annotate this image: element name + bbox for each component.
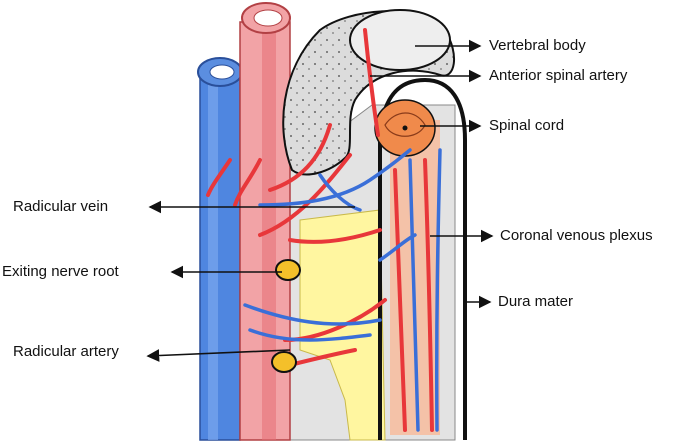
label-exiting-nerve-root: Exiting nerve root [2,263,119,280]
leader-arrows [146,39,494,362]
label-coronal-venous-plexus: Coronal venous plexus [500,227,653,244]
label-spinal-cord: Spinal cord [489,117,565,134]
label-anterior-spinal-artery: Anterior spinal artery [489,67,628,84]
label-radicular-artery: Radicular artery [13,343,119,360]
vein-tube [197,57,243,441]
veins [243,148,442,432]
label-dura-mater: Dura mater [498,293,574,310]
nerve-root-stumps [271,259,301,373]
label-vertebral-body: Vertebral body [489,37,586,54]
label-radicular-vein: Radicular vein [13,198,109,215]
arteries [206,28,434,432]
arrow-radicular-artery [146,349,291,362]
